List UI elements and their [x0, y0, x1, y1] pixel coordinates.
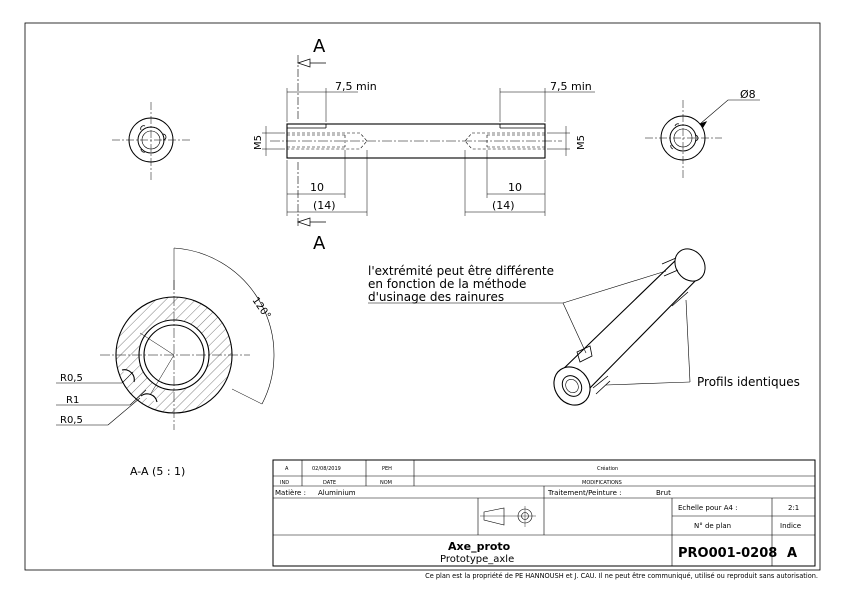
treatment-value: Brut: [656, 489, 671, 497]
left-thread-dimension: M5: [253, 135, 264, 150]
header-date: DATE: [323, 480, 336, 486]
drawing-index: A: [787, 546, 797, 561]
isometric-view: [553, 248, 706, 406]
plan-number-label: N° de plan: [694, 522, 731, 530]
right-depth-dimension: 10: [508, 181, 522, 194]
profiles-note: Profils identiques: [697, 375, 800, 389]
right-end-view: [645, 99, 760, 178]
section-angle-dimension: 120°: [250, 295, 273, 321]
left-depth-dimension: 10: [310, 181, 324, 194]
rev-index: A: [285, 466, 289, 472]
section-radius-2: R1: [66, 395, 79, 406]
note-line-2: en fonction de la méthode: [368, 277, 526, 291]
section-view-caption: A-A (5 : 1): [130, 465, 185, 478]
part-name: Axe_proto: [448, 540, 511, 553]
front-dimensions: [262, 88, 595, 216]
sheet-border: [24, 22, 821, 571]
note-line-1: l'extrémité peut être différente: [368, 264, 554, 278]
diameter-dimension: Ø8: [740, 88, 756, 101]
section-label-top: A: [313, 36, 326, 57]
section-label-bottom: A: [313, 233, 326, 254]
scale-value: 2:1: [788, 504, 799, 512]
right-depth-ref-dimension: (14): [492, 199, 515, 212]
scale-label: Echelle pour A4 :: [678, 504, 738, 512]
header-nom: NOM: [380, 480, 392, 486]
title-block: [272, 459, 816, 567]
left-depth-ref-dimension: (14): [313, 199, 336, 212]
left-end-view: [112, 102, 190, 180]
title-block-texts: A 02/08/2019 PEH Création IND DATE NOM M…: [275, 465, 801, 565]
rev-name: PEH: [382, 466, 392, 472]
left-min-dimension: 7,5 min: [335, 80, 377, 93]
rev-modification: Création: [597, 465, 618, 472]
right-min-dimension: 7,5 min: [550, 80, 592, 93]
section-radius-3: R0,5: [60, 415, 83, 426]
isometric-leaders: [368, 270, 691, 386]
section-cut-line: [296, 55, 326, 228]
section-view: [56, 247, 275, 430]
note-line-3: d'usinage des rainures: [368, 290, 504, 304]
part-subname: Prototype_axle: [440, 554, 514, 565]
copyright-footer: Ce plan est la propriété de PE HANNOUSH …: [425, 572, 818, 580]
header-ind: IND: [280, 480, 289, 486]
section-radius-1: R0,5: [60, 373, 83, 384]
right-thread-dimension: M5: [576, 135, 587, 150]
header-modifications: MODIFICATIONS: [582, 480, 622, 486]
material-value: Aluminium: [318, 489, 356, 497]
index-label: Indice: [780, 522, 801, 530]
treatment-label: Traitement/Peinture :: [547, 489, 622, 497]
material-label: Matière :: [275, 489, 306, 497]
rev-date: 02/08/2019: [312, 466, 341, 472]
plan-number: PRO001-0208: [678, 546, 777, 561]
front-view: [270, 123, 562, 159]
